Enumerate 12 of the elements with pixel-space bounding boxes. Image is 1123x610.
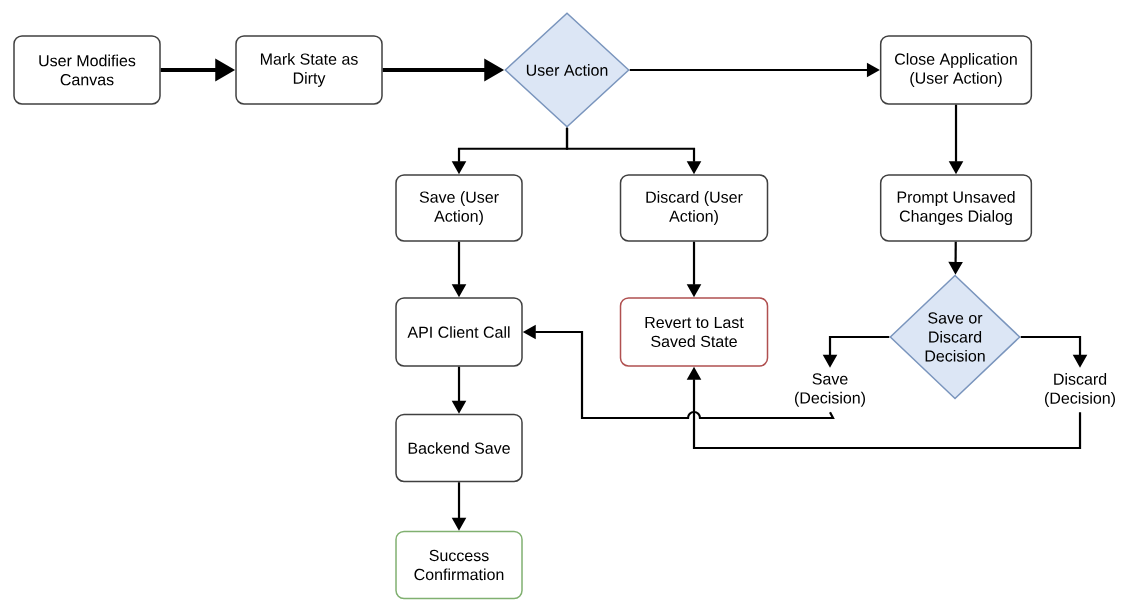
outcome-label: Save (Decision) xyxy=(795,373,865,407)
process-box: Prompt Unsaved Changes Dialog xyxy=(879,174,1033,242)
process-box: Success Confirmation xyxy=(395,530,523,600)
process-box: Save (User Action) xyxy=(395,174,523,242)
outcome-label: Discard (Decision) xyxy=(1045,373,1115,407)
process-box: Discard (User Action) xyxy=(619,174,769,242)
process-box: Close Application (User Action) xyxy=(879,35,1033,105)
process-box: API Client Call xyxy=(395,297,523,367)
process-box: Backend Save xyxy=(395,413,523,483)
process-box: User Modifies Canvas xyxy=(13,35,161,105)
process-box: Mark State as Dirty xyxy=(235,35,383,105)
process-box: Revert to Last Saved State xyxy=(619,297,769,367)
